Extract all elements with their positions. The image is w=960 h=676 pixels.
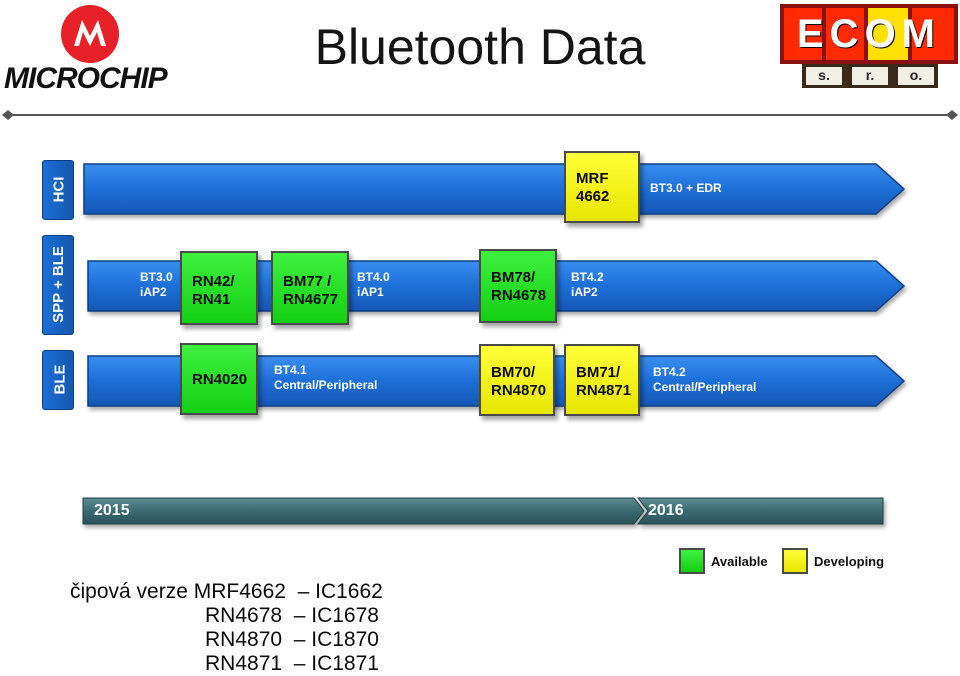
note-line-2: RN4678 – IC1678	[205, 604, 379, 627]
timeline-year-2016: 2016	[648, 502, 684, 519]
hci-arrow	[83, 163, 906, 215]
bt-version-spp-2: BT4.0 iAP1	[357, 270, 390, 299]
row-label-spp-ble: SPP + BLE	[49, 246, 67, 323]
ecom-logo: ECOM s. r. o.	[780, 4, 958, 90]
note-line-1: čipová verze MRF4662 – IC1662	[70, 580, 383, 603]
ecom-sub-r: r.	[865, 67, 875, 83]
chip-bm71-rn4871: BM71/ RN4871	[564, 344, 640, 416]
microchip-wordmark: MICROCHIP	[4, 62, 168, 95]
row-tab-spp-ble: SPP + BLE	[42, 235, 74, 335]
timeline-bar	[82, 497, 884, 525]
legend-label-developing: Developing	[814, 554, 885, 569]
bt-version-hci: BT3.0 + EDR	[650, 181, 722, 195]
chip-bm77-rn4677: BM77 / RN4677	[271, 251, 349, 325]
ecom-wordmark: ECOM	[797, 12, 941, 56]
legend-label-available: Available	[711, 554, 768, 569]
timeline-year-2015: 2015	[94, 502, 130, 519]
page-title: Bluetooth Data	[314, 19, 646, 75]
bt-version-spp-3: BT4.2 iAP2	[571, 270, 604, 299]
row-label-ble: BLE	[51, 364, 69, 395]
chip-bm78-rn4678: BM78/ RN4678	[479, 249, 557, 323]
row-label-hci: HCI	[50, 176, 68, 203]
chip-rn42-rn41: RN42/ RN41	[180, 251, 258, 325]
header-divider	[0, 108, 960, 120]
ecom-sub-s: s.	[818, 67, 830, 83]
chip-bm70-rn4870: BM70/ RN4870	[479, 344, 555, 416]
bt-version-ble-1: BT4.1 Central/Peripheral	[274, 363, 378, 392]
chip-mrf4662: MRF 4662	[564, 151, 640, 223]
legend-swatch-developing	[782, 548, 808, 574]
row-tab-ble: BLE	[42, 350, 74, 410]
microchip-logo	[2, 2, 182, 102]
legend-swatch-available	[679, 548, 705, 574]
note-line-4: RN4871 – IC1871	[205, 652, 379, 675]
ecom-sub-o: o.	[909, 67, 923, 83]
bt-version-ble-2: BT4.2 Central/Peripheral	[653, 365, 757, 394]
bt-version-spp-1: BT3.0 iAP2	[140, 270, 173, 299]
chip-rn4020: RN4020	[180, 343, 258, 415]
row-tab-hci: HCI	[42, 160, 74, 220]
note-line-3: RN4870 – IC1870	[205, 628, 379, 651]
